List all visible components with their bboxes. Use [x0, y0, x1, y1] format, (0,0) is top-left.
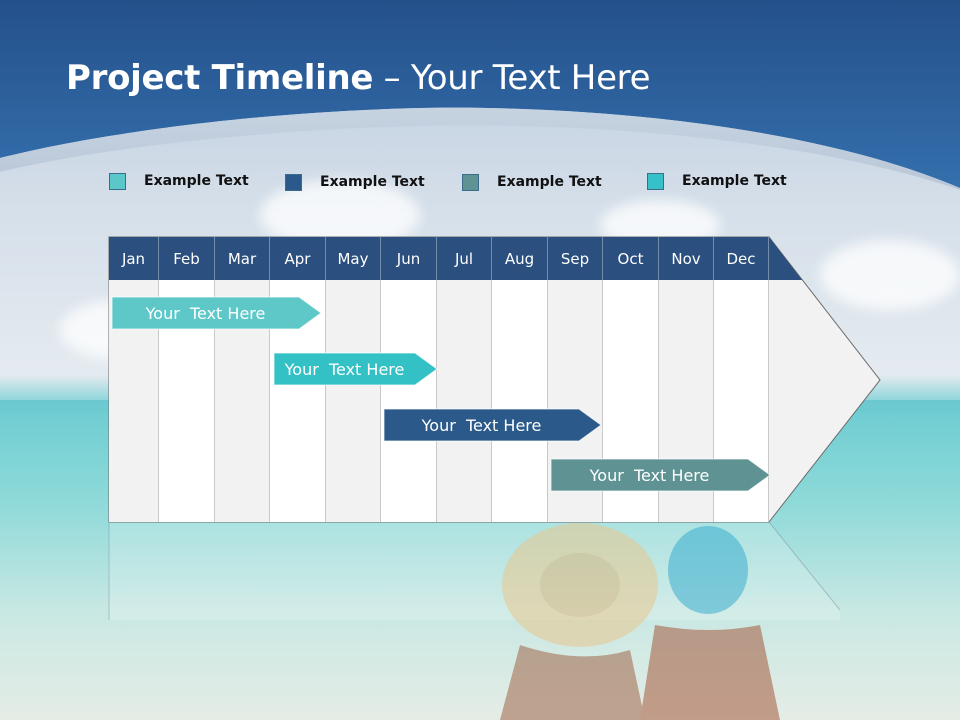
month-header-oct: Oct: [603, 237, 659, 280]
month-header-dec: Dec: [714, 237, 769, 280]
month-header-sep: Sep: [548, 237, 603, 280]
month-header-nov: Nov: [659, 237, 714, 280]
title-bold-part: Project Timeline: [66, 58, 374, 98]
legend-item-4: Example Text: [647, 171, 787, 191]
month-header-jun: Jun: [381, 237, 437, 280]
title-rest-part: – Your Text Here: [373, 58, 651, 98]
legend-label-2: Example Text: [320, 174, 425, 190]
task-bar-3: [383, 408, 602, 442]
legend-label-3: Example Text: [497, 174, 602, 190]
header-band: [0, 0, 960, 190]
people-figures-image: [480, 515, 780, 720]
month-header-aug: Aug: [492, 237, 548, 280]
month-column: [326, 280, 381, 522]
task-bar-label-3: Your Text Here: [421, 415, 542, 435]
month-header-apr: Apr: [270, 237, 326, 280]
legend-item-3: Example Text: [462, 172, 602, 192]
month-column: [381, 280, 437, 522]
legend-swatch-2: [285, 173, 302, 191]
month-header-feb: Feb: [159, 237, 215, 280]
slide-title: Project Timeline – Your Text Here: [66, 58, 651, 98]
month-column: [437, 280, 492, 522]
legend-swatch-3: [462, 173, 479, 191]
task-bar-label-4: Your Text Here: [589, 465, 710, 485]
task-bar-label-1: Your Text Here: [145, 303, 266, 323]
legend-swatch-1: [109, 172, 126, 190]
task-bar-2: [273, 352, 438, 386]
task-bar-1: [111, 296, 322, 330]
task-bar-4: [550, 458, 771, 492]
month-header-mar: Mar: [215, 237, 270, 280]
legend-swatch-4: [647, 172, 664, 190]
month-column: [492, 280, 548, 522]
month-header-may: May: [326, 237, 381, 280]
month-header-jul: Jul: [437, 237, 492, 280]
legend-item-2: Example Text: [285, 172, 425, 192]
task-bar-label-2: Your Text Here: [284, 359, 405, 379]
legend-label-4: Example Text: [682, 173, 787, 189]
month-header-jan: Jan: [109, 237, 159, 280]
legend-item-1: Example Text: [109, 171, 249, 191]
legend-label-1: Example Text: [144, 173, 249, 189]
